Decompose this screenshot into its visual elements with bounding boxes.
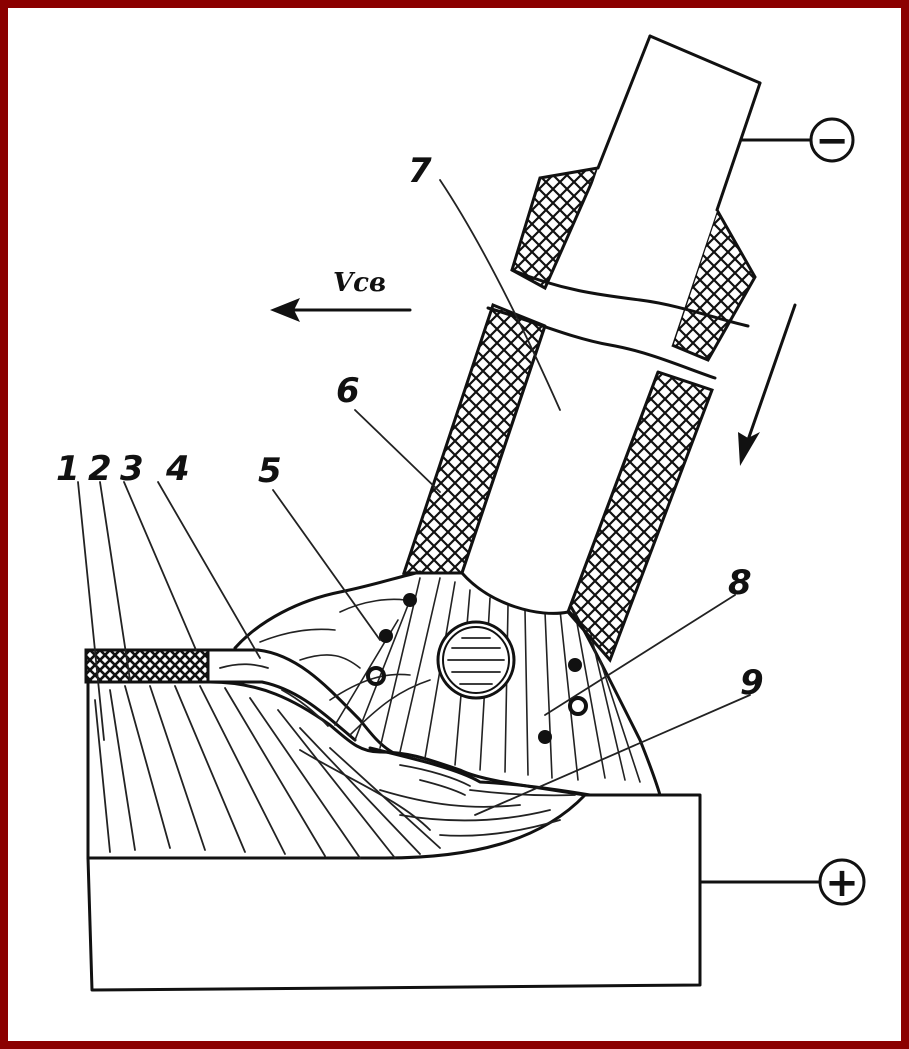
label-1: 1 [56,449,80,489]
label-4: 4 [165,449,190,489]
weld-seam [86,680,587,859]
label-2: 2 [88,449,112,489]
label-8: 8 [728,563,752,603]
electrode-feed-arrow [738,303,797,466]
arc-column [334,577,641,783]
electrode-coating [401,166,757,663]
label-7: 7 [408,151,432,191]
negative-sign: − [815,118,849,164]
welding-speed-label: Vсв [333,268,386,298]
leader-lines [77,179,751,816]
electrode-core [460,34,762,615]
slag-crust [84,648,394,754]
base-metal [86,678,702,992]
label-3: 3 [120,449,144,489]
weld-pool [368,746,592,797]
negative-terminal: − [740,117,855,164]
welding-speed-arrow [270,298,412,322]
globules [366,593,588,744]
positive-sign: + [825,860,859,906]
positive-terminal: + [698,858,866,906]
label-9: 9 [740,663,764,703]
metal-droplet [436,620,516,700]
label-5: 5 [258,451,282,491]
slag-cloud [233,570,662,797]
label-6: 6 [336,371,360,411]
